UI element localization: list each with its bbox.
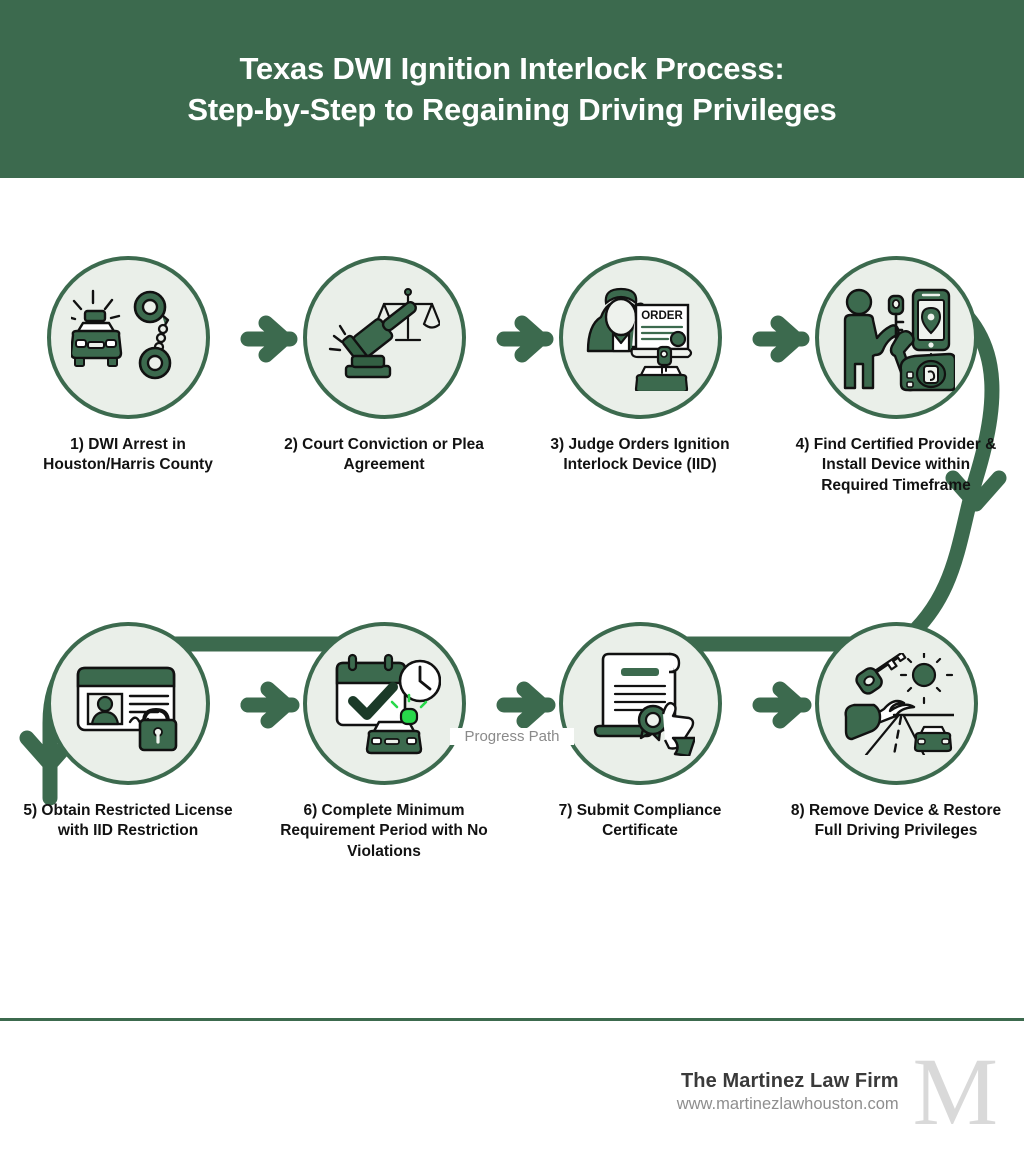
footer-content: The Martinez Law Firm www.martinezlawhou… xyxy=(677,1038,998,1145)
step-5-caption: 5) Obtain Restricted License with IID Re… xyxy=(23,802,233,840)
flow-diagram: Progress Path xyxy=(0,178,1024,1018)
step-7[interactable]: 7) Submit Compliance Certificate xyxy=(512,622,768,862)
step-3[interactable]: ORDER 3) Judge Orders Ignition Interlock… xyxy=(512,256,768,496)
step-1[interactable]: 1) DWI Arrest in Houston/Harris County xyxy=(0,256,256,496)
firm-name: The Martinez Law Firm xyxy=(680,1070,899,1093)
certificate-seal-hand-icon xyxy=(593,652,695,756)
step-4-icon-bubble[interactable] xyxy=(814,256,978,419)
firm-website[interactable]: www.martinezlawhouston.com xyxy=(676,1095,899,1114)
license-card-lock-icon xyxy=(76,666,178,751)
page-title-line-1: Texas DWI Ignition Interlock Process: xyxy=(239,50,785,86)
steps-row-bottom: 5) Obtain Restricted License with IID Re… xyxy=(0,622,1024,862)
step-8-caption: 8) Remove Device & Restore Full Driving … xyxy=(790,802,1002,840)
order-document-text: ORDER xyxy=(641,310,683,322)
step-5-icon-bubble[interactable] xyxy=(46,622,210,785)
hand-key-open-road-icon xyxy=(844,652,954,755)
step-2-caption: 2) Court Conviction or Plea Agreement xyxy=(284,436,484,474)
step-8-icon-bubble[interactable] xyxy=(814,622,978,785)
step-2[interactable]: 2) Court Conviction or Plea Agreement xyxy=(256,256,512,496)
gavel-scales-icon xyxy=(328,287,440,378)
judge-order-document-icon: ORDER xyxy=(586,287,693,391)
step-7-caption: 7) Submit Compliance Certificate xyxy=(558,802,722,840)
step-4[interactable]: 4) Find Certified Provider & Install Dev… xyxy=(768,256,1024,496)
step-5[interactable]: 5) Obtain Restricted License with IID Re… xyxy=(0,622,256,862)
step-8[interactable]: 8) Remove Device & Restore Full Driving … xyxy=(768,622,1024,862)
footer-divider xyxy=(0,1018,1024,1021)
step-4-caption: 4) Find Certified Provider & Install Dev… xyxy=(795,436,997,494)
step-3-icon-bubble[interactable]: ORDER xyxy=(558,256,722,419)
step-2-icon-bubble[interactable] xyxy=(302,256,466,419)
calendar-check-clock-car-icon xyxy=(335,653,441,754)
footer-text-block: The Martinez Law Firm www.martinezlawhou… xyxy=(677,1070,899,1114)
page-title: Texas DWI Ignition Interlock Process: St… xyxy=(147,48,876,130)
step-6[interactable]: 6) Complete Minimum Requirement Period w… xyxy=(256,622,512,862)
step-3-caption: 3) Judge Orders Ignition Interlock Devic… xyxy=(550,436,730,474)
step-1-caption: 1) DWI Arrest in Houston/Harris County xyxy=(43,436,213,474)
step-1-icon-bubble[interactable] xyxy=(46,256,210,419)
step-6-icon-bubble[interactable] xyxy=(302,622,466,785)
step-7-icon-bubble[interactable] xyxy=(558,622,722,785)
technician-key-phone-wrench-icon xyxy=(843,288,955,391)
header-banner: Texas DWI Ignition Interlock Process: St… xyxy=(0,0,1024,178)
footer: The Martinez Law Firm www.martinezlawhou… xyxy=(0,1021,1024,1154)
steps-row-top: 1) DWI Arrest in Houston/Harris County xyxy=(0,256,1024,496)
police-car-handcuffs-icon xyxy=(70,289,171,380)
step-6-caption: 6) Complete Minimum Requirement Period w… xyxy=(280,802,488,860)
page-title-line-2: Step-by-Step to Regaining Driving Privil… xyxy=(187,92,837,127)
firm-monogram-logo: M xyxy=(912,1038,998,1145)
